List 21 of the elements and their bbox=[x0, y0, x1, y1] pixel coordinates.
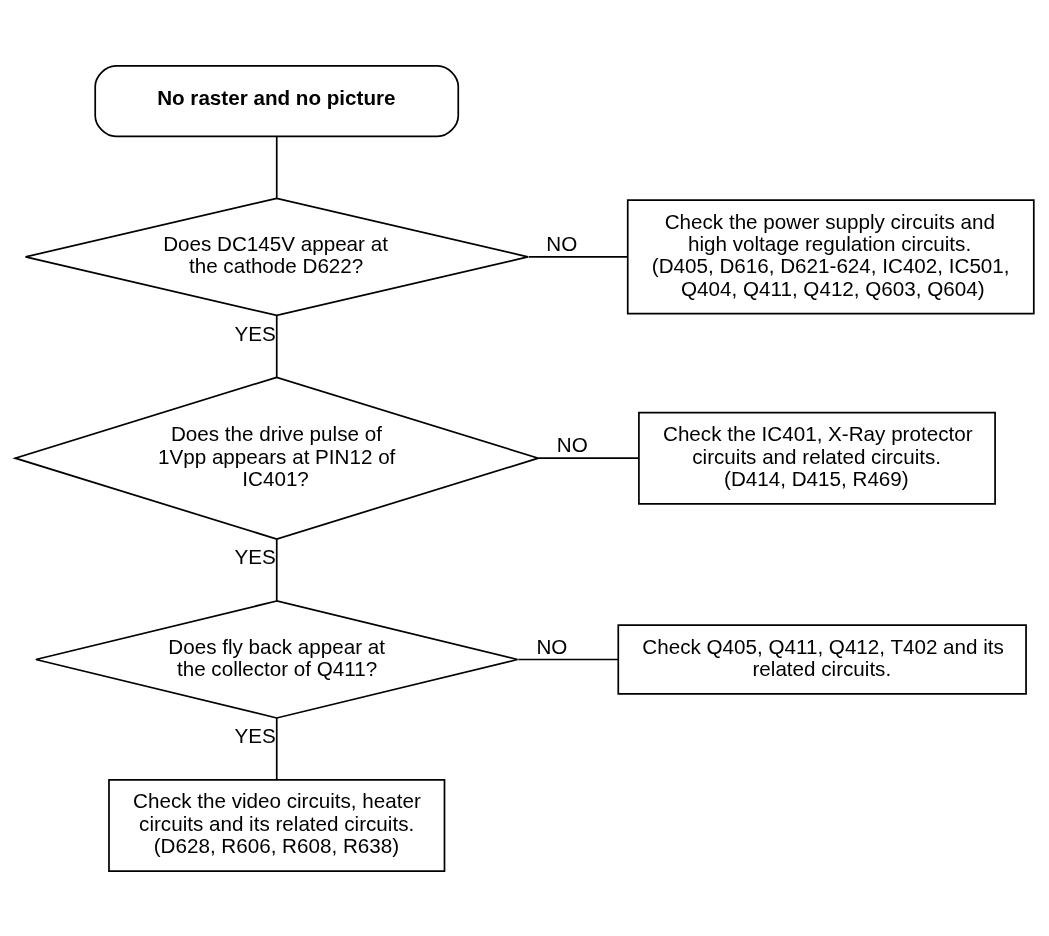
edge-label: NO bbox=[546, 231, 578, 255]
edge-label: NO bbox=[536, 634, 568, 658]
node-box: Check the IC401, X-Ray protector circuits and related circuits. (D414, D415, R469) bbox=[638, 411, 996, 505]
connector bbox=[275, 538, 278, 602]
edge-label: NO bbox=[556, 432, 588, 456]
connector bbox=[275, 716, 278, 780]
node-box: Check the video circuits, heater circuits and its related circuits. (D628, R606, R608, R638) bbox=[108, 778, 446, 872]
connector bbox=[538, 456, 640, 459]
node-diamond: Does the drive pulse of 1Vpp appears at PIN12 of IC401? bbox=[12, 375, 542, 540]
node-diamond: Does fly back appear at the collector of Q411? bbox=[35, 599, 519, 719]
node-box: Check the power supply circuits and high voltage regulation circuits. (D405, D616, D621-624, IC402, IC501, Q404, Q411, Q412, Q603, Q604) bbox=[626, 198, 1035, 314]
connector bbox=[527, 255, 629, 258]
node-box: Check Q405, Q411, Q412, T402 and its related circuits. bbox=[617, 623, 1027, 695]
node-box: No raster and no picture bbox=[94, 64, 460, 137]
connector bbox=[517, 658, 620, 660]
node-diamond: Does DC145V appear at the cathode D622? bbox=[24, 197, 529, 316]
connector bbox=[275, 135, 278, 199]
edge-label: YES bbox=[234, 544, 276, 568]
connector bbox=[275, 314, 278, 378]
edge-label: YES bbox=[234, 723, 276, 747]
edge-label: YES bbox=[234, 321, 276, 345]
